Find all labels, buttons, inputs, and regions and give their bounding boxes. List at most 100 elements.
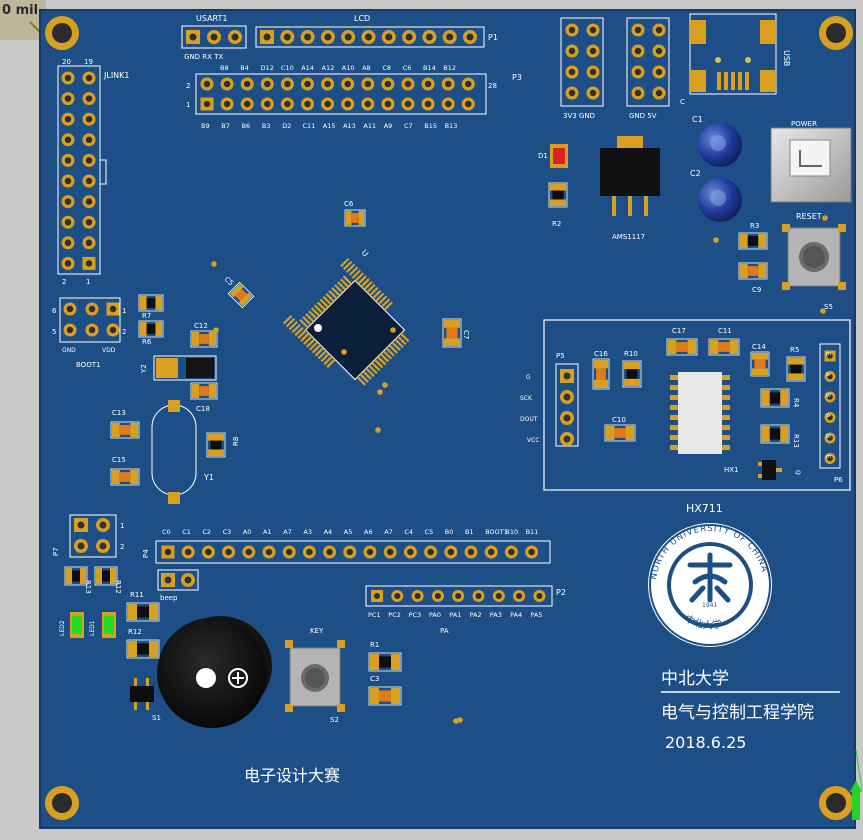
- vias: [211, 215, 828, 724]
- svg-text:2: 2: [186, 82, 190, 90]
- power-header-3v3: 3V3 GND: [560, 17, 604, 120]
- p3-top-pin-label: A8: [362, 64, 371, 72]
- svg-text:C2: C2: [690, 169, 701, 178]
- smd-capacitor-c7: C7: [442, 318, 470, 348]
- smd-ref-label: R2: [552, 220, 561, 228]
- smd-ref-label: R8: [232, 437, 240, 446]
- svg-text:P4: P4: [142, 549, 150, 558]
- svg-text:GND: GND: [62, 347, 76, 354]
- svg-text:2: 2: [122, 328, 126, 336]
- smd-resistor-r13: R13: [760, 424, 800, 448]
- boot-ref: BOOT1: [76, 361, 100, 369]
- lcd-ref: P1: [488, 33, 498, 42]
- p5-pin-label: G: [526, 374, 531, 381]
- boot-header: 6 5 1 2 GND VDD BOOT1: [52, 297, 126, 369]
- p3-top-pin-label: D12: [261, 64, 274, 72]
- electrolytic-cap-c2: C2: [690, 169, 742, 222]
- p6-pin-label: B: [824, 393, 831, 397]
- p6-pin-label: A: [824, 414, 831, 419]
- contest-title: 电子设计大赛: [244, 766, 340, 785]
- p2-pin-label: PA5: [530, 611, 542, 619]
- power-switch: POWER: [770, 120, 852, 203]
- smd-ref-label: R5: [790, 346, 799, 354]
- smd-ref-label: R6: [142, 338, 152, 346]
- p4-pin-label: B1: [465, 528, 474, 536]
- p4-pin-label: A5: [344, 528, 353, 536]
- p3-bottom-pin-label: A9: [384, 122, 393, 130]
- smd-ref-label: C16: [594, 350, 608, 358]
- slide-switch-s1: S1: [130, 678, 161, 722]
- p3-top-pin-label: B8: [220, 64, 229, 72]
- university-logo: NORTH UNIVERSITY OF CHINA 中北大学 1941: [648, 523, 772, 647]
- smd-ref-label: R7: [142, 312, 151, 320]
- school-text-block: 中北大学 电气与控制工程学院 2018.6.25: [661, 669, 840, 752]
- p2-pin-label: PA2: [470, 611, 482, 619]
- p3-bottom-pin-label: B15: [424, 122, 437, 130]
- smd-capacitor-c17: C17: [666, 327, 698, 356]
- smd-capacitor-c5: C5: [223, 275, 255, 309]
- led-2: LED2: [59, 612, 84, 638]
- p4-pin-label: A4: [324, 528, 333, 536]
- p3-top-pin-label: B4: [240, 64, 249, 72]
- smd-capacitor-c3: C3: [368, 675, 402, 706]
- smd-resistor-r12: R12: [94, 566, 122, 594]
- p3-top-pin-label: A12: [322, 64, 335, 72]
- svg-text:LED2: LED2: [59, 620, 66, 636]
- smd-resistor-r4: R4: [760, 388, 800, 408]
- school-name: 中北大学: [661, 669, 729, 689]
- svg-text:RESET: RESET: [796, 212, 822, 221]
- svg-text:PA: PA: [440, 627, 449, 635]
- smd-ref-label: R12: [114, 580, 122, 594]
- smd-ref-label: R13: [84, 580, 92, 594]
- svg-text:USB: USB: [782, 50, 791, 66]
- smd-capacitor-c6: C6: [344, 200, 366, 227]
- svg-text:Y2: Y2: [140, 364, 148, 374]
- smd-capacitor-c16: C16: [592, 350, 610, 390]
- smd-resistor-r8: R8: [206, 432, 240, 458]
- smd-capacitor-c15: C15: [110, 456, 140, 486]
- led-1: LED1: [89, 612, 116, 638]
- mounting-hole-bottom-right: [819, 786, 853, 820]
- svg-text:LED1: LED1: [89, 620, 96, 636]
- p2-pin-label: PA1: [449, 611, 461, 619]
- p2-pin-label: PC2: [388, 611, 401, 619]
- smd-capacitor-c13: C13: [110, 409, 140, 439]
- p2-pin-label: PA3: [490, 611, 502, 619]
- p3-bottom-pin-label: C11: [303, 122, 316, 130]
- p6-pin-label: E: [824, 352, 831, 356]
- p4-pin-label: BOOT1: [485, 528, 508, 536]
- smd-resistor-r12: R12: [126, 628, 160, 659]
- p4-pin-label: A1: [263, 528, 272, 536]
- p3-top-pin-label: C10: [281, 64, 294, 72]
- svg-text:beep: beep: [160, 594, 178, 602]
- smd-resistor-r10: R10: [622, 350, 642, 388]
- smd-ref-label: C13: [112, 409, 126, 417]
- p4-pin-label: C0: [162, 528, 171, 536]
- svg-text:S1: S1: [152, 714, 161, 722]
- smd-ref-label: R10: [624, 350, 638, 358]
- smd-ref-label: C14: [752, 343, 766, 351]
- p7-header: P7 1 2: [52, 514, 124, 558]
- smd-resistor-r13: R13: [64, 566, 92, 594]
- smd-ref-label: C9: [752, 286, 761, 294]
- p3-bottom-pin-label: B6: [242, 122, 251, 130]
- p3-bottom-pin-label: B7: [221, 122, 230, 130]
- smd-resistor-r1: R1: [368, 641, 402, 672]
- svg-text:AMS1117: AMS1117: [612, 233, 645, 241]
- p3-bottom-pin-label: A15: [323, 122, 336, 130]
- svg-text:POWER: POWER: [791, 120, 817, 128]
- svg-text:1: 1: [86, 278, 90, 286]
- p3-bottom-pin-label: B3: [262, 122, 271, 130]
- svg-text:2: 2: [120, 543, 124, 551]
- p5-pin-label: VCC: [527, 437, 539, 444]
- smd-ref-label: C12: [194, 322, 208, 330]
- p6-pin-label: E: [824, 455, 831, 459]
- smd-ref-label: R4: [792, 398, 800, 408]
- p6-pin-label: B: [824, 434, 831, 438]
- svg-text:20: 20: [62, 58, 71, 66]
- svg-text:S2: S2: [330, 716, 339, 724]
- ams1117-regulator: AMS1117: [600, 136, 660, 241]
